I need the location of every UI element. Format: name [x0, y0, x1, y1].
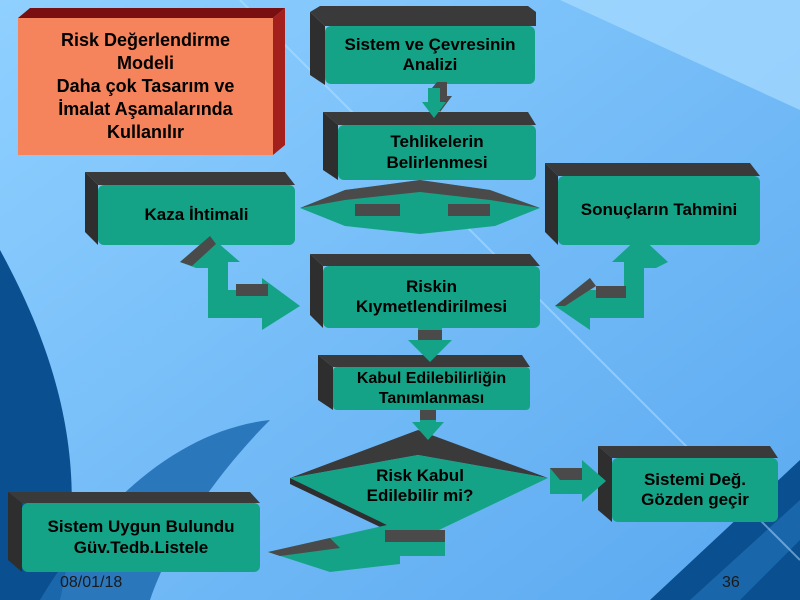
arrow-down-2: [408, 326, 452, 362]
node-label-line: Kaza İhtimali: [144, 204, 249, 224]
arrow-accident-to-risk: [180, 236, 300, 330]
title-box: [18, 8, 285, 155]
node-accident-probability-label: Kaza İhtimali: [98, 185, 295, 245]
node-hazard-identification-label: Tehlikelerin Belirlenmesi: [338, 125, 536, 180]
node-label-line: Güv.Tedb.Listele: [73, 537, 209, 557]
node-system-ok-label: Sistem Uygun Bulundu Güv.Tedb.Listele: [22, 503, 260, 572]
node-consequence-estimation-label: Sonuçların Tahmini: [558, 176, 760, 245]
title-line: Daha çok Tasarım ve: [56, 75, 235, 96]
title-block: Risk Değerlendirme Modeli Daha çok Tasar…: [18, 18, 273, 155]
footer-page-number: 36: [722, 574, 740, 591]
footer-date: 08/01/18: [60, 574, 123, 591]
arrow-double-horizontal: [300, 180, 540, 234]
arrow-down-1: [422, 82, 452, 118]
title-line: Risk Değerlendirme: [60, 29, 231, 50]
node-acceptability-definition: [318, 355, 530, 410]
node-label-line: Risk Kabul: [376, 465, 464, 485]
title-line: Modeli: [117, 52, 174, 73]
node-label-line: Sonuçların Tahmini: [580, 200, 738, 220]
node-consequence-estimation: [545, 163, 760, 245]
node-label-line: Belirlenmesi: [386, 152, 488, 172]
node-label-line: Analizi: [402, 55, 458, 74]
node-label-line: Riskin: [405, 276, 458, 296]
node-system-analysis-label: Sistem ve Çevresinin Analizi: [325, 26, 535, 84]
node-label-line: Tanımlanması: [378, 389, 485, 407]
node-review-system: [598, 446, 778, 522]
node-label-line: Gözden geçir: [641, 490, 749, 509]
title-line: İmalat Aşamalarında: [58, 99, 233, 120]
node-label-line: Sistemi Değ.: [643, 469, 747, 489]
node-hazard-identification: [323, 112, 536, 180]
arrow-to-review: [550, 460, 606, 502]
node-label-line: Sistem ve Çevresinin: [344, 34, 516, 54]
title-line: Kullanılır: [106, 122, 184, 143]
arrow-consequence-to-risk: [555, 236, 668, 330]
arrow-down-3: [412, 410, 444, 440]
decision-risk-acceptable-label: Risk Kabul Edilebilir mi?: [340, 458, 500, 514]
node-label-line: Sistem Uygun Bulundu: [47, 517, 235, 537]
node-label-line: Edilebilir mi?: [366, 486, 474, 505]
node-risk-evaluation: [310, 254, 540, 328]
node-system-analysis: [310, 6, 536, 85]
node-acceptability-definition-label: Kabul Edilebilirliğin Tanımlanması: [333, 367, 530, 410]
node-label-line: Kabul Edilebilirliğin: [356, 370, 507, 388]
node-label-line: Kıymetlendirilmesi: [355, 297, 508, 316]
node-accident-probability: [85, 172, 295, 245]
node-label-line: Tehlikelerin: [390, 132, 484, 152]
node-risk-evaluation-label: Riskin Kıymetlendirilmesi: [323, 266, 540, 328]
node-system-ok: [8, 492, 260, 572]
arrow-to-system-ok: [268, 522, 445, 572]
node-review-system-label: Sistemi Değ. Gözden geçir: [612, 458, 778, 522]
